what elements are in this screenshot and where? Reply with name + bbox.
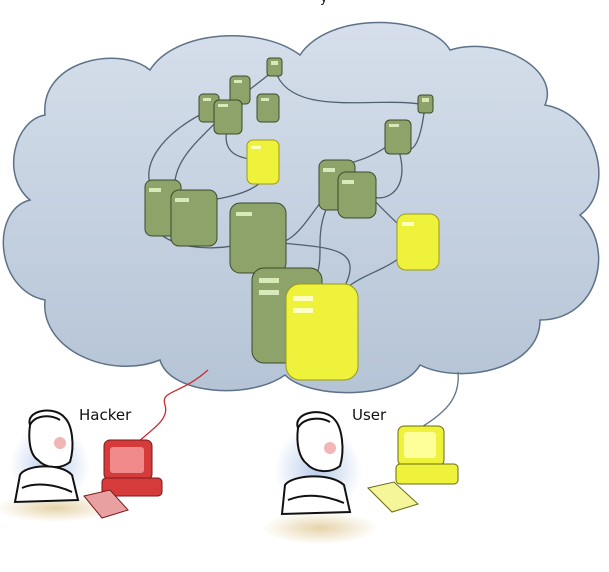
hacker-link — [134, 369, 209, 446]
hacker-computer-icon — [101, 439, 163, 497]
user-link — [419, 371, 459, 429]
hacker-label: Hacker — [79, 406, 132, 424]
hacker-person-icon — [0, 409, 115, 522]
server-tower-yellow — [246, 139, 280, 185]
server-tower — [384, 119, 412, 155]
hub-right — [417, 94, 434, 114]
network-cloud — [2, 21, 600, 394]
server-tower — [229, 75, 251, 105]
hub-top — [266, 57, 283, 77]
server-tower — [256, 93, 280, 123]
user-label: User — [352, 406, 387, 424]
server-tower — [229, 202, 287, 274]
user-person-icon — [262, 411, 378, 544]
user-computer-icon — [395, 425, 459, 485]
server-tower — [170, 189, 218, 247]
top-text-fragment: y — [320, 0, 328, 6]
hacker-keyboard-icon — [83, 489, 129, 519]
server-tower-yellow — [285, 283, 359, 381]
server-tower-yellow — [396, 213, 440, 271]
server-tower — [337, 171, 377, 219]
user-keyboard-icon — [367, 481, 419, 513]
server-tower — [213, 99, 243, 135]
